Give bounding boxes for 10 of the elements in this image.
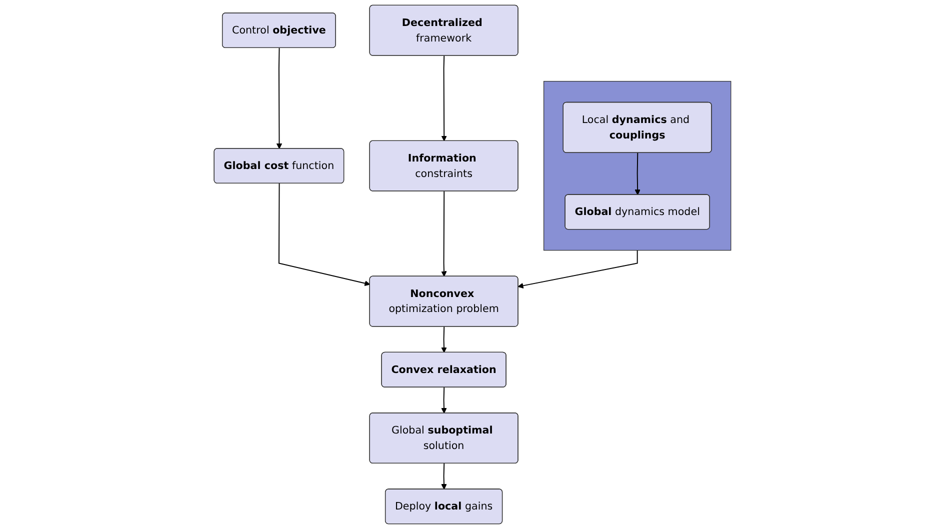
- arrow: [276, 48, 282, 149]
- arrow: [441, 190, 447, 277]
- arrow: [441, 55, 447, 142]
- arrow: [634, 152, 640, 196]
- arrow: [278, 183, 370, 286]
- arrow: [441, 463, 447, 490]
- cluster: [543, 80, 732, 251]
- arrow: [441, 386, 447, 414]
- arrow: [518, 250, 638, 288]
- arrow: [441, 326, 447, 353]
